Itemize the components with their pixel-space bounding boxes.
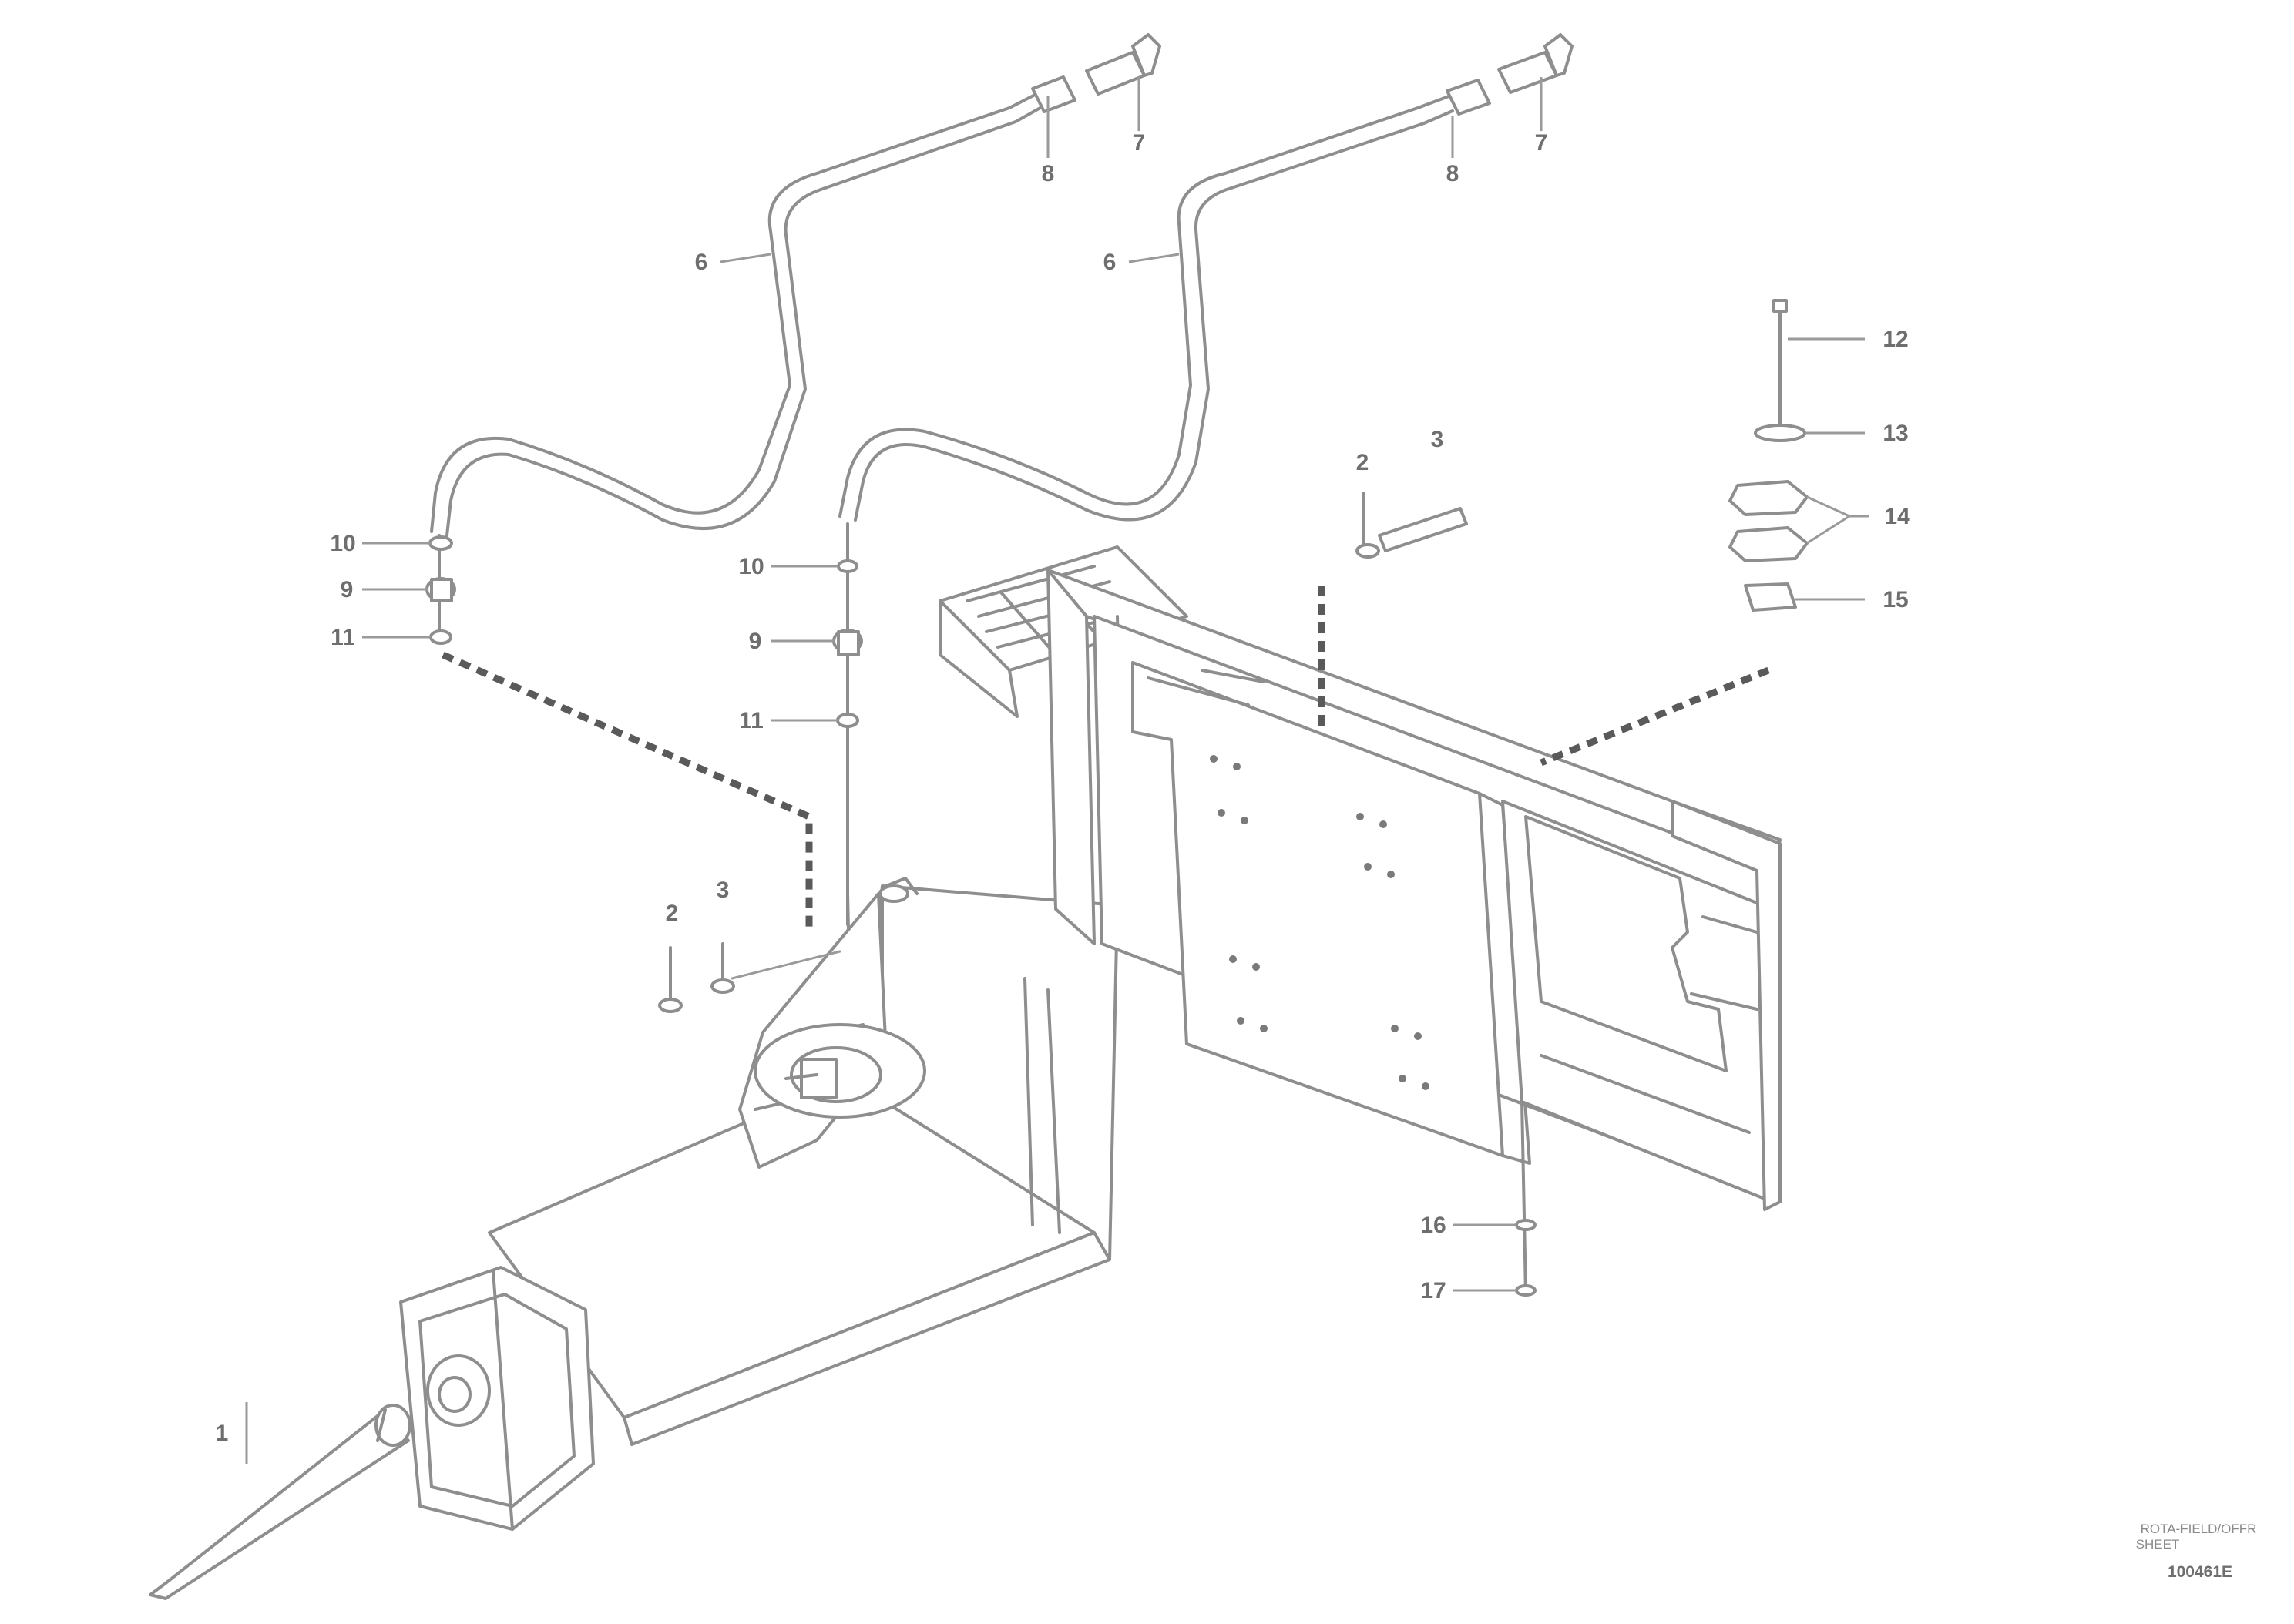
stamp-line-2: SHEET xyxy=(2136,1537,2180,1552)
callout-10: 10 xyxy=(738,554,764,579)
callout-7: 7 xyxy=(1535,130,1548,156)
callout-11: 11 xyxy=(739,708,764,733)
callout-2: 2 xyxy=(666,901,679,926)
frame-mounting-holes xyxy=(1210,755,1429,1090)
bolt-stack-right xyxy=(1728,299,1809,612)
callout-3: 3 xyxy=(1431,427,1444,452)
callout-9: 9 xyxy=(341,577,354,602)
breaker-body xyxy=(488,877,1119,1446)
callout-8: 8 xyxy=(1042,161,1055,186)
mounting-frame xyxy=(939,545,1782,1211)
fitting-stack-right xyxy=(832,522,863,926)
callout-9: 9 xyxy=(749,629,762,654)
callout-16: 16 xyxy=(1420,1213,1446,1238)
stamp-line-1: ROTA-FIELD/OFFR xyxy=(2141,1522,2257,1536)
bolts-frame-top xyxy=(1355,492,1468,559)
callout-3: 3 xyxy=(717,877,730,903)
callout-numbers: 1 2 3 2 3 6 6 7 7 8 8 10 9 11 10 9 11 12… xyxy=(216,130,1910,1446)
callout-11: 11 xyxy=(331,625,355,650)
fitting-stack-left xyxy=(425,534,456,645)
front-head xyxy=(399,1266,595,1531)
callout-17: 17 xyxy=(1420,1278,1446,1304)
hose-left xyxy=(430,33,1161,537)
callout-2: 2 xyxy=(1356,450,1369,475)
callout-10: 10 xyxy=(330,531,355,556)
bolts-breaker-top xyxy=(658,942,841,1013)
hose-right xyxy=(838,33,1574,522)
callout-6: 6 xyxy=(1103,250,1117,275)
chisel-tool xyxy=(149,1404,411,1600)
stamp-drawing-id: 100461E xyxy=(2168,1563,2232,1581)
callout-leaders xyxy=(245,77,1869,1464)
drawing-stamp: ROTA-FIELD/OFFR SHEET 100461E xyxy=(2136,1522,2257,1581)
callout-13: 13 xyxy=(1883,421,1908,446)
callout-1: 1 xyxy=(216,1421,229,1446)
callout-8: 8 xyxy=(1446,161,1459,186)
callout-6: 6 xyxy=(695,250,708,275)
callout-12: 12 xyxy=(1883,327,1908,352)
callout-15: 15 xyxy=(1883,587,1908,612)
assembly-dashed-lines xyxy=(442,586,1770,932)
callout-14: 14 xyxy=(1884,504,1910,529)
callout-7: 7 xyxy=(1133,130,1146,156)
